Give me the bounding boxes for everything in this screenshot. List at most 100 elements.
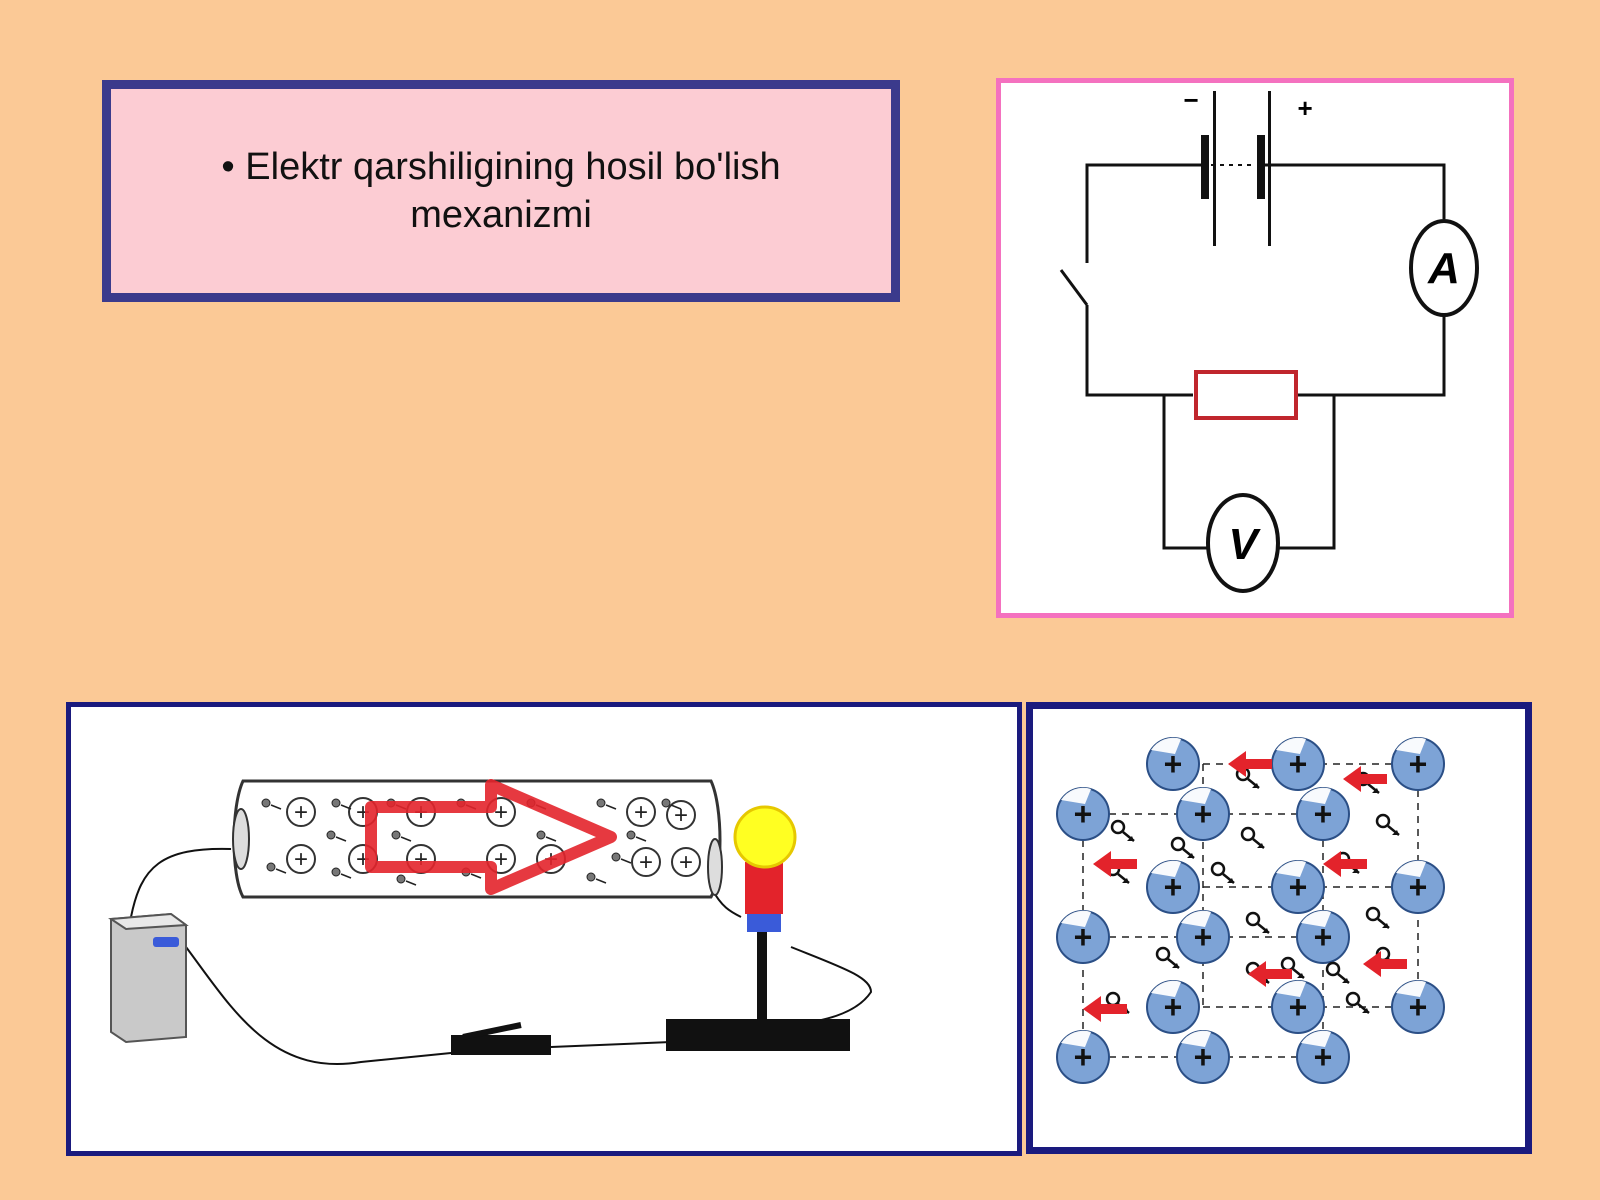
battery: − + — [1183, 85, 1312, 246]
conductor-illustration: +++++++++++++ — [66, 702, 1022, 1156]
ion-icon: + — [1271, 860, 1325, 914]
title-box: • Elektr qarshiligining hosil bo'lish me… — [102, 80, 900, 302]
electron-icon — [1110, 819, 1135, 842]
svg-text:+: + — [1164, 989, 1183, 1025]
electron-icon — [1170, 836, 1195, 859]
ion-icon: + — [1391, 860, 1445, 914]
ion-icon: + — [286, 844, 316, 874]
battery-plate-left-thick — [1201, 135, 1209, 199]
wire-stand-to-bulb — [790, 946, 873, 1023]
ion-icon: + — [631, 847, 661, 877]
electron-drift-arrow-icon — [1083, 996, 1127, 1022]
circuit-diagram: − + A V — [996, 78, 1514, 618]
svg-text:+: + — [1289, 989, 1308, 1025]
ion-icon: + — [666, 800, 696, 830]
wire-top-right — [1263, 163, 1446, 219]
ammeter-label: A — [1427, 244, 1460, 293]
battery-cell — [108, 912, 189, 1044]
ion-icon: + — [1391, 980, 1445, 1034]
svg-text:+: + — [634, 799, 648, 826]
current-direction-arrow — [365, 779, 617, 895]
ion-icon: + — [1146, 860, 1200, 914]
svg-text:+: + — [1194, 1039, 1213, 1075]
lamp-stand — [666, 805, 850, 1051]
wire-voltmeter-left — [1162, 395, 1208, 550]
ion-icon: + — [626, 797, 656, 827]
electron-icon — [1345, 991, 1370, 1014]
wire-left-bottom — [1085, 305, 1193, 397]
light-bulb-icon — [733, 805, 797, 869]
svg-text:+: + — [1074, 1039, 1093, 1075]
wire-battery-to-switch — [185, 946, 462, 1065]
ion-icon: + — [1296, 787, 1350, 841]
svg-text:+: + — [674, 802, 688, 829]
electron-drift-arrow-icon — [1248, 961, 1292, 987]
crystal-lattice: ++++++++++++++++++ — [1026, 702, 1532, 1154]
ion-icon: + — [1296, 1030, 1350, 1084]
electron-icon — [331, 867, 352, 879]
ion-icon: + — [1176, 910, 1230, 964]
electron-drift-arrow-icon — [1343, 766, 1387, 792]
ion-icon: + — [671, 847, 701, 877]
electron-icon — [536, 830, 557, 842]
svg-text:+: + — [1289, 746, 1308, 782]
wire-voltmeter-right — [1278, 395, 1336, 550]
slide-title: • Elektr qarshiligining hosil bo'lish me… — [181, 143, 821, 239]
electron-icon — [1210, 861, 1235, 884]
svg-text:+: + — [1314, 1039, 1333, 1075]
resistor — [1194, 370, 1298, 420]
svg-text:+: + — [494, 846, 508, 873]
svg-text:+: + — [1074, 919, 1093, 955]
electron-drift-arrow-icon — [1323, 851, 1367, 877]
battery-plate-left-thin — [1213, 91, 1216, 246]
ion-icon: + — [1296, 910, 1350, 964]
ion-icon: + — [1056, 910, 1110, 964]
svg-text:+: + — [294, 799, 308, 826]
electron-drift-arrow-icon — [1363, 951, 1407, 977]
svg-text:+: + — [1409, 869, 1428, 905]
conductor-svg: +++++++++++++ — [108, 779, 873, 1065]
wire-switch-to-stand — [550, 1041, 672, 1048]
electron-icon — [1365, 906, 1390, 929]
battery-plate-right-thick — [1257, 135, 1265, 199]
wire-battery-to-conductor — [130, 847, 232, 918]
voltmeter-icon: V — [1206, 493, 1280, 593]
battery-plate-right-thin — [1268, 91, 1271, 246]
electron-drift-arrow-icon — [1228, 751, 1272, 777]
ion-icon: + — [1056, 1030, 1110, 1084]
voltmeter-label: V — [1228, 520, 1261, 569]
wire-right-bottom — [1295, 316, 1446, 397]
electron-drift-arrow-icon — [1093, 851, 1137, 877]
svg-text:+: + — [679, 849, 693, 876]
electron-icon — [326, 830, 347, 842]
electron-icon — [1375, 813, 1400, 836]
switch-block — [451, 1022, 551, 1055]
title-text: Elektr qarshiligining hosil bo'lish mexa… — [245, 146, 781, 236]
electron-icon — [391, 830, 412, 842]
lattice-svg: ++++++++++++++++++ — [1056, 737, 1445, 1084]
lattice-ions: ++++++++++++++++++ — [1056, 737, 1445, 1084]
electron-icon — [266, 862, 287, 874]
wire-top-left — [1085, 163, 1206, 263]
svg-text:+: + — [639, 849, 653, 876]
electron-icon — [1325, 961, 1350, 984]
ion-icon: + — [1146, 737, 1200, 791]
battery-minus-label: − — [1183, 85, 1198, 115]
ion-icon: + — [1176, 787, 1230, 841]
svg-text:+: + — [1074, 796, 1093, 832]
ammeter-icon: A — [1409, 219, 1479, 317]
switch-blade — [1059, 269, 1089, 306]
lattice-arrows — [1083, 751, 1407, 1022]
electron-icon — [586, 872, 607, 884]
circuit-svg: − + A V — [1059, 85, 1479, 593]
electron-icon — [611, 852, 632, 864]
svg-text:+: + — [294, 846, 308, 873]
electron-icon — [1240, 826, 1265, 849]
electron-icon — [626, 830, 647, 842]
ion-icon: + — [1146, 980, 1200, 1034]
svg-text:+: + — [1164, 746, 1183, 782]
svg-text:+: + — [1409, 989, 1428, 1025]
electron-icon — [1280, 956, 1305, 979]
ion-icon: + — [1391, 737, 1445, 791]
title-bullet: • — [221, 146, 235, 188]
